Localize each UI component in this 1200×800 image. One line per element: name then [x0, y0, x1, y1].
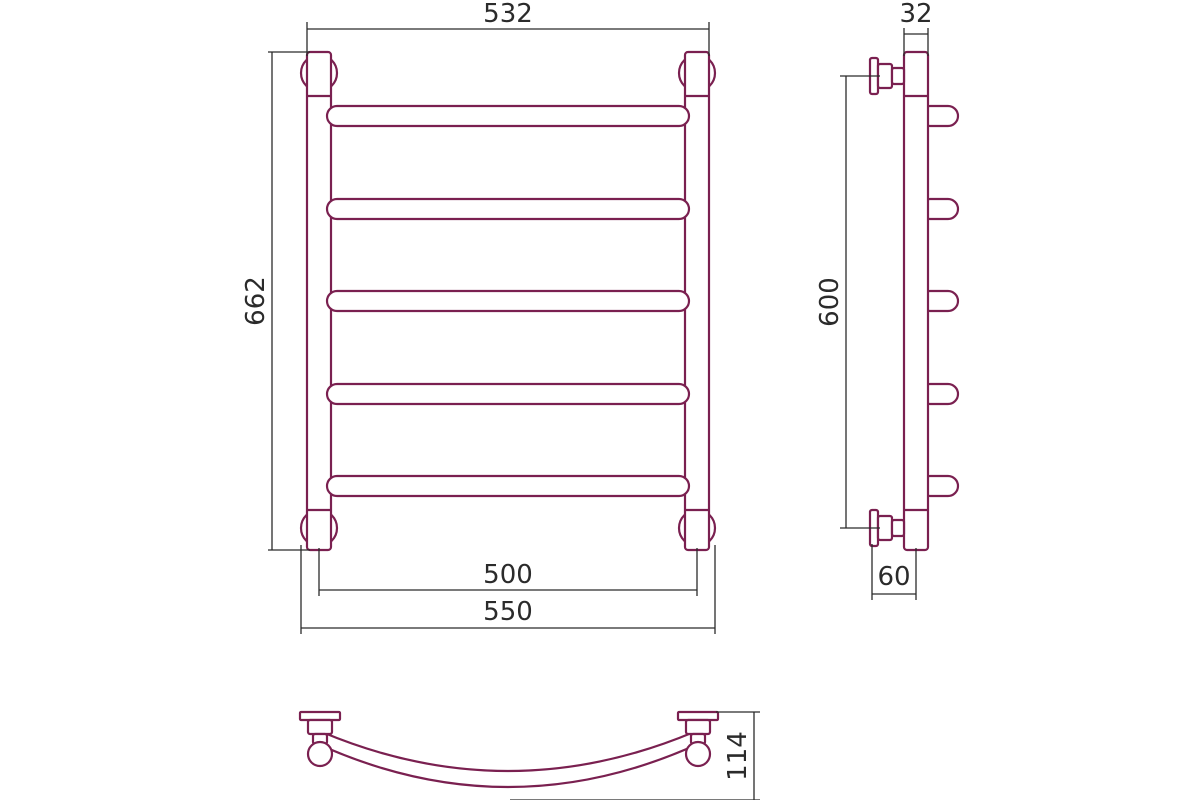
top-left-nut — [306, 718, 334, 736]
top-right-nut — [684, 718, 712, 736]
dim-114-label: 114 — [723, 731, 753, 781]
top-right-post-section — [684, 740, 712, 768]
side-top-coupling — [890, 66, 906, 86]
side-dimensions: 32 600 60 — [815, 0, 933, 600]
top-view — [298, 710, 720, 789]
side-main-pipe — [902, 50, 930, 552]
side-top-nut — [876, 62, 894, 90]
top-left-wall-flange — [298, 710, 342, 722]
front-rung-2 — [325, 197, 691, 221]
top-dimensions: 114 — [510, 711, 760, 800]
dim-60-label: 60 — [877, 562, 910, 592]
side-bottom-nut — [876, 514, 894, 542]
front-view — [299, 50, 717, 552]
front-rung-1 — [325, 104, 691, 128]
side-bottom-coupling — [890, 518, 906, 538]
dim-32-label: 32 — [899, 0, 932, 29]
dim-550-label: 550 — [483, 597, 533, 627]
top-rung-front-edge — [317, 742, 699, 789]
side-view — [868, 50, 960, 552]
top-rung-back-edge — [321, 730, 695, 773]
front-dimensions: 532 662 500 550 — [241, 0, 716, 634]
front-rung-4 — [325, 382, 691, 406]
top-left-post-section — [306, 740, 334, 768]
front-rung-5 — [325, 474, 691, 498]
front-rung-3 — [325, 289, 691, 313]
dim-500-label: 500 — [483, 560, 533, 590]
dim-662-label: 662 — [241, 276, 271, 326]
dim-532-label: 532 — [483, 0, 533, 29]
dim-600-label: 600 — [815, 277, 845, 327]
top-right-wall-flange — [676, 710, 720, 722]
